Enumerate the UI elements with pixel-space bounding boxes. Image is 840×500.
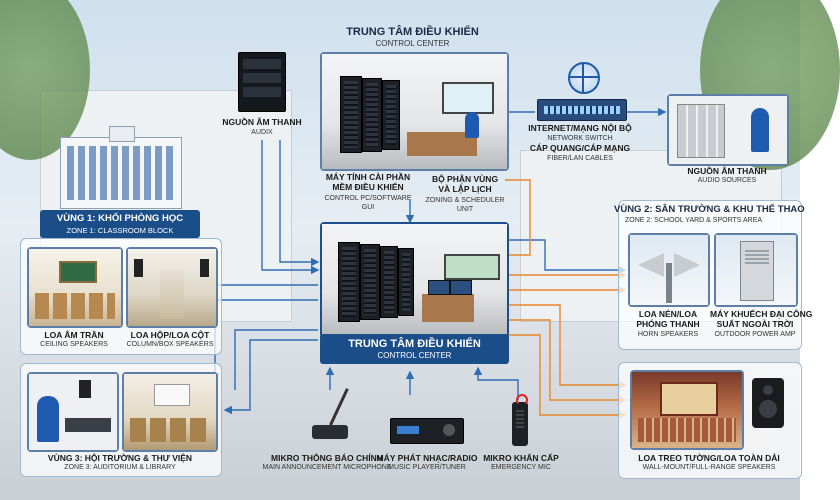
column-speakers-subtitle: COLUMN/BOX SPEAKERS (126, 341, 214, 348)
control-center-top-image (320, 52, 509, 171)
outdoor-cabinet-icon (740, 241, 774, 301)
control-pc-title-line1: MÁY TÍNH CÀI PHẦN (325, 172, 411, 182)
control-pc-subtitle-line2: GUI (361, 204, 375, 211)
column-speakers-title: LOA HỘP/LOA CỘT (130, 330, 210, 340)
control-pc-subtitle-line1: CONTROL PC/SOFTWARE (324, 195, 412, 202)
audio-source-top-title: NGUỒN ÂM THANH (222, 117, 302, 127)
monitor-icon (428, 280, 450, 295)
audio-sources-image (667, 94, 789, 166)
zone3-subtitle: ZONE 3: AUDITORIUM & LIBRARY (64, 464, 176, 471)
zone1-banner: VÙNG 1: KHỐI PHÒNG HỌC ZONE 1: CLASSROOM… (40, 210, 200, 238)
control-pc-title-line2: MỀM ĐIỀU KHIỂN (332, 182, 404, 192)
server-rack-icon (380, 246, 398, 318)
control-center-main-banner: TRUNG TÂM ĐIỀU KHIỂN CONTROL CENTER (320, 334, 509, 364)
desk-icon (422, 294, 474, 322)
operator-icon (465, 112, 479, 138)
globe-icon (568, 62, 600, 94)
zone3-title: VÙNG 3: HỘI TRƯỜNG & THƯ VIỆN (47, 453, 193, 463)
outdoor-amp-subtitle: OUTDOOR POWER AMP (714, 331, 796, 338)
hallway-icon (160, 269, 184, 319)
zoning-unit-title-line1: BỘ PHẬN VÙNG (431, 174, 499, 184)
zoning-unit-subtitle-line2: UNIT (456, 206, 474, 213)
wall-display-icon (444, 254, 500, 280)
horn-speakers-title-line1: LOA NÉN/LOA (638, 309, 698, 319)
equipment-cabinet-icon (677, 104, 725, 158)
microphone-title: MIKRO THÔNG BÁO CHÍNH (271, 453, 383, 463)
server-rack-icon (398, 248, 414, 316)
outdoor-amp-image (714, 233, 798, 307)
wall-speakers-title: LOA TREO TƯỜNG/LOA TOÀN DẢI (638, 453, 780, 463)
zone2-subtitle: ZONE 2: SCHOOL YARD & SPORTS AREA (625, 217, 763, 224)
wall-speaker-icon (752, 378, 784, 428)
music-player-icon (390, 418, 464, 444)
control-center-main-subtitle: CONTROL CENTER (377, 351, 452, 360)
network-title-line1: INTERNET/MẠNG NỘI BỘ (528, 123, 632, 133)
pole-icon (666, 263, 672, 303)
horn-speakers-title-line2: PHÓNG THANH (636, 319, 700, 329)
auditorium-operator-image (27, 372, 119, 452)
operator-icon (37, 396, 59, 442)
ceiling-speakers-title: LOA ÂM TRẦN (44, 330, 104, 340)
box-speaker-icon (79, 380, 91, 398)
column-speakers-image (126, 247, 218, 328)
wall-speakers-image (630, 370, 744, 450)
horn-speakers-subtitle: HORN SPEAKERS (637, 331, 699, 338)
zoning-unit-title-line2: VÀ LẬP LỊCH (438, 184, 492, 194)
emergency-mic-icon (512, 394, 528, 446)
wall-speakers-subtitle: WALL-MOUNT/FULL-RANGE SPEAKERS (642, 464, 776, 471)
wall-display-icon (442, 82, 494, 114)
microphone-subtitle: MAIN ANNOUNCEMENT MICROPHONE (262, 464, 392, 471)
library-tables-icon (130, 418, 210, 442)
audio-mixer-icon (65, 418, 111, 432)
library-image (122, 372, 218, 452)
audio-sources-right-subtitle: AUDIO SOURCES (697, 177, 757, 184)
emergency-mic-subtitle: EMERGENCY MIC (491, 464, 551, 471)
horn-speaker-icon (638, 253, 664, 277)
server-rack-icon (362, 78, 382, 152)
network-subtitle-line2: FIBER/LAN CABLES (547, 155, 613, 162)
outdoor-amp-title-line2: SUẤT NGOÀI TRỜI (716, 319, 794, 329)
server-rack-icon (340, 76, 362, 153)
server-rack-icon (360, 244, 380, 320)
projector-screen-icon (154, 384, 190, 406)
stage-icon (660, 382, 718, 416)
audio-source-top-subtitle: AUDIX (251, 129, 273, 136)
control-center-top-subtitle: CONTROL CENTER (375, 39, 450, 48)
network-title-line2: CÁP QUANG/CÁP MẠNG (529, 143, 631, 153)
monitor-icon (450, 280, 472, 295)
classroom-desks-icon (35, 293, 115, 319)
horn-speakers-image (628, 233, 710, 307)
control-center-top-title: TRUNG TÂM ĐIỀU KHIỂN (346, 26, 479, 38)
technician-icon (751, 108, 769, 152)
ceiling-speakers-image (27, 247, 123, 328)
music-player-title: MÁY PHÁT NHẠC/RADIO (376, 453, 478, 463)
zone1-subtitle: ZONE 1: CLASSROOM BLOCK (66, 226, 174, 235)
outdoor-amp-title-line1: MÁY KHUẾCH ĐẠI CÔNG (710, 309, 813, 319)
box-speaker-icon (134, 259, 143, 277)
control-center-main-title: TRUNG TÂM ĐIỀU KHIỂN (348, 338, 481, 350)
horn-speaker-icon (674, 253, 700, 277)
emergency-mic-title: MIKRO KHẨN CẤP (483, 453, 559, 463)
server-rack-icon (382, 80, 400, 150)
ceiling-speakers-subtitle: CEILING SPEAKERS (40, 341, 108, 348)
audio-sources-right-title: NGUỒN ÂM THANH (687, 166, 767, 176)
audio-rack-icon (238, 52, 286, 112)
network-subtitle-line1: NETWORK SWITCH (547, 135, 613, 142)
chalkboard-icon (59, 261, 97, 283)
control-center-main-image (320, 222, 509, 338)
zone2-title: VÙNG 2: SÂN TRƯỜNG & KHU THỂ THAO (614, 204, 805, 215)
music-player-subtitle: MUSIC PLAYER/TUNER (388, 464, 466, 471)
server-rack-icon (338, 242, 360, 322)
zoning-unit-subtitle-line1: ZONING & SCHEDULER (425, 197, 505, 204)
microphone-icon (308, 385, 352, 445)
school-building-icon (60, 126, 182, 209)
zone1-title: VÙNG 1: KHỐI PHÒNG HỌC (56, 213, 184, 224)
network-switch-icon (537, 99, 627, 121)
auditorium-seats-icon (638, 418, 736, 442)
box-speaker-icon (200, 259, 209, 277)
